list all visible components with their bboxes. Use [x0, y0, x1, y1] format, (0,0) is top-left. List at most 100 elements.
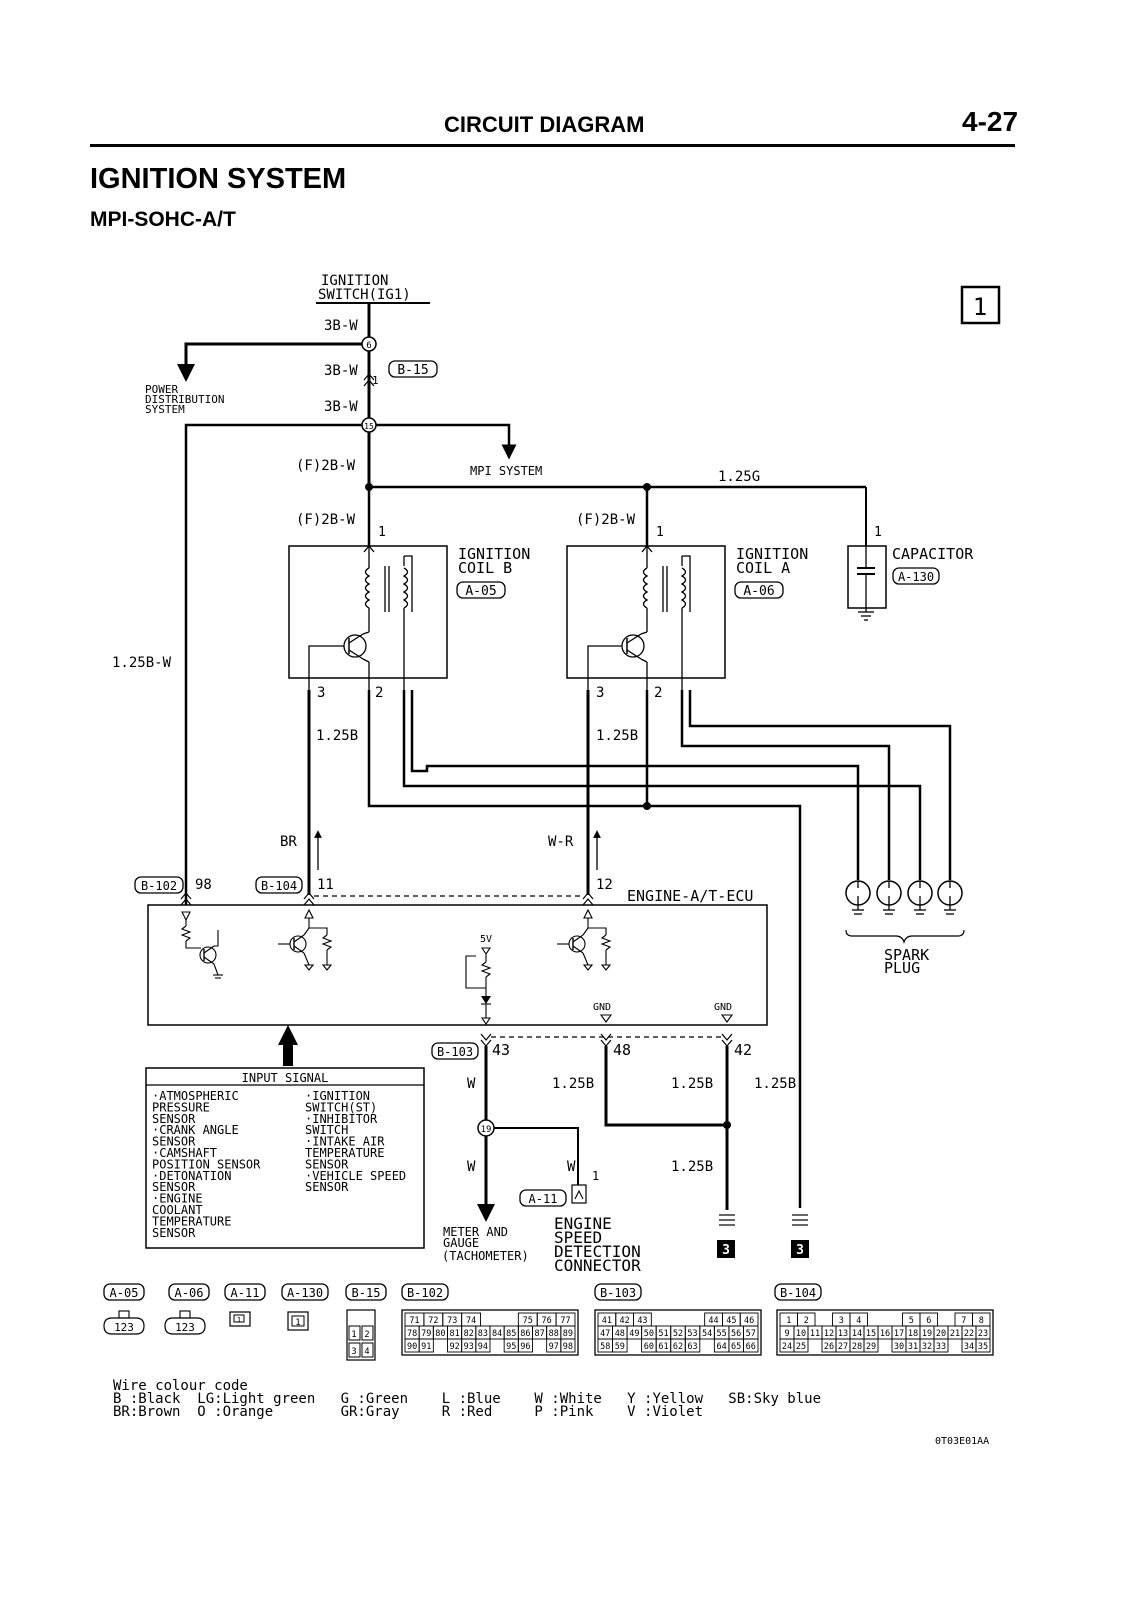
connector-pin: 23: [978, 1329, 988, 1339]
connector-view-tag: [345, 1283, 387, 1301]
coil-b-pin-1: 1: [378, 525, 386, 540]
input-signal-item: SENSOR: [152, 1112, 196, 1126]
a130-pin: 1: [295, 1318, 300, 1328]
input-signal-right-list: ·IGNITION SWITCH(ST)·INHIBITOR SWITCH·IN…: [305, 1089, 406, 1194]
meter-label-2: GAUGE: [443, 1236, 479, 1250]
connector-view-tag: [401, 1283, 449, 1301]
connector-a05-view: 123: [103, 1310, 145, 1335]
connector-b104-tag: [255, 876, 303, 894]
ecu: 5V GND GND: [147, 904, 768, 1026]
ecu-label: ENGINE-A/T-ECU: [627, 887, 753, 905]
coil-output-wires: 1.25B 1.25B BR W-R: [280, 690, 952, 1208]
connector-b15-label: B-15: [397, 363, 428, 378]
coil-a-label-1: IGNITION: [736, 545, 808, 563]
connector-view-tag: [224, 1283, 266, 1301]
connector-view-tag: [281, 1283, 329, 1301]
b15-pin-4: 4: [364, 1347, 369, 1357]
connector-pin: 33: [936, 1342, 946, 1352]
coil-b-pin-2: 2: [375, 685, 383, 701]
connector-pin: 58: [600, 1342, 610, 1352]
wire-colour-legend: Wire colour code B :Black LG:Light green…: [113, 1378, 821, 1420]
connector-pin: 9: [784, 1329, 789, 1339]
supply-wires: 3B-W 3B-W 3B-W (F)2B-W 6 1 B-15 POWER DI…: [112, 303, 882, 905]
connector-pin: 28: [852, 1342, 862, 1352]
connector-pin: 60: [644, 1342, 654, 1352]
input-signal-title: INPUT SIGNAL: [242, 1071, 329, 1085]
connector-pin: 88: [549, 1329, 559, 1339]
connector-pin: 71: [409, 1316, 419, 1326]
connector-pin: 66: [746, 1342, 756, 1352]
input-signal-item: SENSOR: [152, 1226, 196, 1240]
connector-pin: 81: [449, 1329, 459, 1339]
connector-pin: 78: [407, 1329, 417, 1339]
connector-pin: 1: [786, 1316, 791, 1326]
connector-a05-label: A-05: [465, 584, 496, 599]
connector-pin: 52: [673, 1329, 683, 1339]
connector-pin: 56: [731, 1329, 741, 1339]
figure-code: 0T03E01AA: [935, 1436, 989, 1447]
speed-conn-label-2: SPEED: [554, 1228, 602, 1247]
a11-pin: 1: [237, 1316, 241, 1324]
connector-pin: 35: [978, 1342, 988, 1352]
wire-label-1-25b-42b: 1.25B: [754, 1076, 796, 1092]
connector-pin: 32: [922, 1342, 932, 1352]
connector-pin: 46: [744, 1316, 754, 1326]
connector-pin: 44: [708, 1316, 718, 1326]
a06-pins: 123: [175, 1321, 195, 1334]
junction-19-label: 19: [481, 1125, 492, 1135]
connector-pin: 21: [950, 1329, 960, 1339]
speed-conn-label-3: DETECTION: [554, 1242, 641, 1261]
section-title: CIRCUIT DIAGRAM: [444, 112, 645, 137]
connector-b102-tag: [134, 876, 184, 894]
connector-pin: 74: [466, 1316, 476, 1326]
connector-pin: 84: [492, 1329, 502, 1339]
connector-pin: 29: [866, 1342, 876, 1352]
wire-label-1-25b-48: 1.25B: [552, 1076, 594, 1092]
input-signal-item: ·IGNITION: [305, 1089, 370, 1103]
connector-view-label: B-104: [780, 1286, 816, 1300]
power-dist-label-1: POWER: [145, 383, 178, 396]
input-signal-item: ·CAMSHAFT: [152, 1146, 217, 1160]
b15-pin-1: 1: [351, 1330, 356, 1340]
wire-label-br: BR: [280, 834, 297, 850]
ecu-pin-42: 42: [734, 1041, 752, 1059]
connector-pin: 53: [687, 1329, 697, 1339]
input-signal-item: SENSOR: [305, 1180, 349, 1194]
ecu-gnd-label-42: GND: [714, 1002, 732, 1013]
connector-pin: 85: [506, 1329, 516, 1339]
connector-view-label: A-130: [287, 1286, 323, 1300]
legend-row-2: BR:Brown O :Orange GR:Gray R :Red P :Pin…: [113, 1404, 703, 1420]
connector-pin: 51: [658, 1329, 668, 1339]
connector-pin: 22: [964, 1329, 974, 1339]
connector-a11-label: A-11: [529, 1192, 558, 1206]
connector-view-label: B-15: [352, 1286, 381, 1300]
connector-pin: 13: [838, 1329, 848, 1339]
ignition-coil-a: IGNITION COIL A A-06 3 2: [566, 544, 808, 701]
connector-pin: 17: [894, 1329, 904, 1339]
wire-label-1-25b-left: 1.25B: [316, 728, 358, 744]
connector-b15-tag: [388, 360, 438, 378]
connector-pin: 8: [979, 1316, 984, 1326]
speed-conn-label-1: ENGINE: [554, 1214, 612, 1233]
connector-pin: 31: [908, 1342, 918, 1352]
connector-pin: 80: [435, 1329, 445, 1339]
connector-view-label: B-102: [407, 1286, 443, 1300]
coil-b-label-1: IGNITION: [458, 545, 530, 563]
ground-mark-3-left: 3: [722, 1243, 730, 1258]
spark-plug-2: [876, 880, 902, 915]
capacitor-label: CAPACITOR: [892, 545, 974, 563]
spark-plug-label-1: SPARK: [884, 946, 929, 964]
connector-a11-view: 1: [229, 1311, 251, 1327]
ground-symbol-left: 3: [717, 1214, 735, 1258]
connector-pin: 62: [673, 1342, 683, 1352]
connector-view-tag: [168, 1283, 210, 1301]
wire-label-1-25b-42a: 1.25B: [671, 1076, 713, 1092]
connector-a06-label: A-06: [743, 584, 774, 599]
input-signal-item: SENSOR: [152, 1135, 196, 1149]
system-title: IGNITION SYSTEM: [90, 163, 347, 195]
wire-label-1-25b-w: 1.25B-W: [112, 655, 172, 671]
connector-pin: 47: [600, 1329, 610, 1339]
connector-pin: 10: [796, 1329, 806, 1339]
